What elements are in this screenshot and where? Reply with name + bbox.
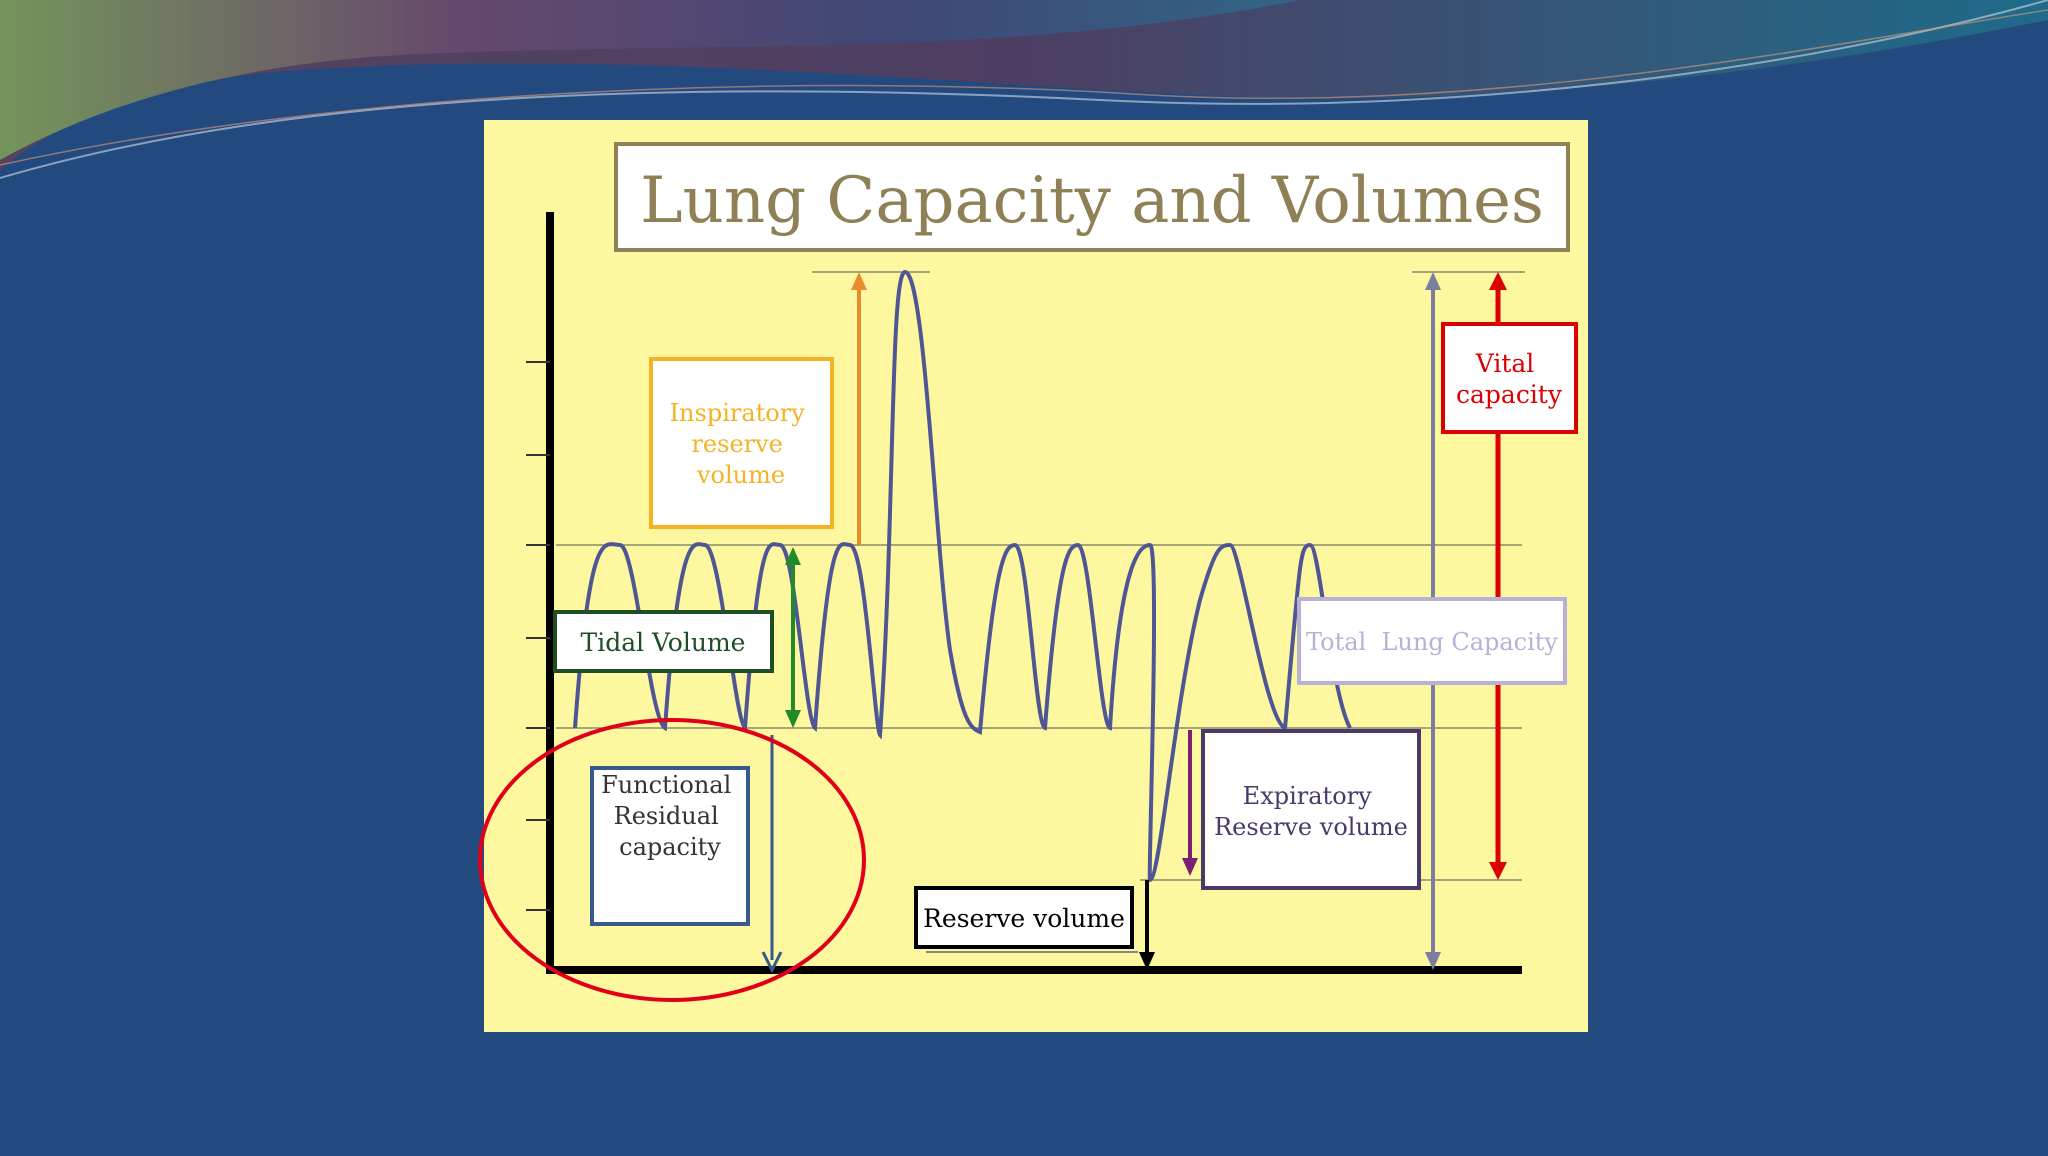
vital-capacity-arrowhead-up: [1489, 272, 1507, 290]
reserve-volume-box: [914, 886, 1134, 949]
frc-arrowhead: [761, 951, 783, 974]
expiratory-reserve-label: Expiratory Reserve volume: [1214, 782, 1408, 841]
total-lung-capacity-label: Total Lung Capacity: [1306, 628, 1558, 656]
total-lung-capacity-arrowhead-up: [1425, 272, 1441, 290]
highlight-circle: [478, 718, 866, 1002]
title-box: [614, 142, 1570, 252]
tidal-volume-box: [553, 610, 774, 673]
frc-label: Functional Residual capacity: [601, 771, 739, 861]
breathing-wave: [573, 269, 1352, 883]
total-lung-capacity-box: [1297, 597, 1567, 685]
total-lung-capacity-arrowhead-down: [1425, 952, 1441, 970]
inspiratory-reserve-label: Inspiratory reserve volume: [670, 399, 813, 489]
vital-capacity-label: Vital capacity: [1456, 349, 1563, 409]
tidal-volume-label: Tidal Volume: [581, 628, 746, 657]
reserve-volume-label: Reserve volume: [923, 904, 1125, 933]
y-axis-ticks: [526, 361, 550, 911]
header-swoosh: [0, 0, 2048, 179]
expiratory-reserve-arrowhead: [1182, 858, 1198, 876]
vital-capacity-box: [1441, 322, 1578, 434]
frc-box: [590, 766, 750, 926]
reserve-volume-arrowhead: [1139, 952, 1155, 970]
expiratory-reserve-box: [1201, 729, 1421, 890]
diagram-title: Lung Capacity and Volumes: [640, 164, 1544, 238]
tidal-volume-arrowhead-up: [785, 547, 801, 565]
vital-capacity-arrowhead-down: [1489, 862, 1507, 880]
inspiratory-reserve-arrowhead: [851, 272, 867, 290]
inspiratory-reserve-box: [649, 357, 834, 529]
tidal-volume-arrowhead-down: [785, 710, 801, 728]
